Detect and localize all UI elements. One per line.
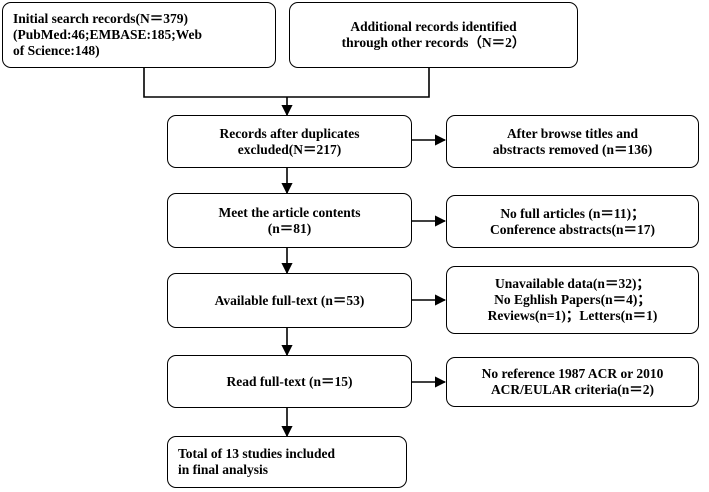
box-line: Conference abstracts(n＝17) — [489, 221, 656, 237]
box-line: ACR/EULAR criteria(n＝2) — [490, 382, 655, 397]
additional-records-box: Additional records identified through ot… — [289, 2, 578, 68]
box-line: Unavailable data(n＝32)； — [495, 276, 650, 291]
box-line: No full articles (n＝11)； — [500, 205, 645, 221]
box-line: Available full-text (n＝53) — [214, 292, 365, 308]
box-line: Total of 13 studies included — [178, 446, 336, 461]
box-line: of Science:148) — [13, 43, 100, 58]
read-fulltext-box: Read full-text (n＝15) — [167, 355, 412, 408]
box-line: Additional records identified — [350, 19, 517, 34]
box-line: Initial search records(N＝379) — [13, 11, 188, 26]
box-line: After browse titles and — [506, 125, 639, 141]
box-line: (n＝81) — [267, 220, 312, 236]
box-line: (PubMed:46;EMBASE:185;Web — [13, 27, 202, 42]
browse-removed-box: After browse titles and abstracts remove… — [446, 115, 699, 168]
box-line: Meet the article contents — [218, 204, 361, 220]
merge-bracket — [143, 68, 430, 98]
after-duplicates-box: Records after duplicates excluded(N＝217) — [167, 115, 412, 168]
box-line: No reference 1987 ACR or 2010 — [481, 366, 664, 381]
initial-search-box: Initial search records(N＝379) (PubMed:46… — [2, 2, 276, 68]
meet-contents-box: Meet the article contents (n＝81) — [167, 193, 412, 248]
available-fulltext-box: Available full-text (n＝53) — [167, 273, 412, 328]
box-line: through other records（N＝2） — [341, 35, 526, 50]
unavailable-data-box: Unavailable data(n＝32)； No Eghlish Paper… — [446, 266, 699, 334]
box-line: Read full-text (n＝15) — [226, 373, 353, 389]
no-reference-box: No reference 1987 ACR or 2010 ACR/EULAR … — [446, 357, 699, 407]
total-included-box: Total of 13 studies included in final an… — [167, 436, 407, 488]
box-line: No Eghlish Papers(n＝4)； — [494, 292, 651, 307]
box-line: Records after duplicates — [219, 125, 360, 141]
box-line: excluded(N＝217) — [237, 141, 342, 157]
box-line: Reviews(n=1)；Letters(n＝1) — [487, 308, 658, 323]
box-line: in final analysis — [178, 462, 269, 477]
box-line: abstracts removed (n＝136) — [492, 141, 653, 157]
no-full-articles-box: No full articles (n＝11)； Conference abst… — [446, 195, 699, 248]
